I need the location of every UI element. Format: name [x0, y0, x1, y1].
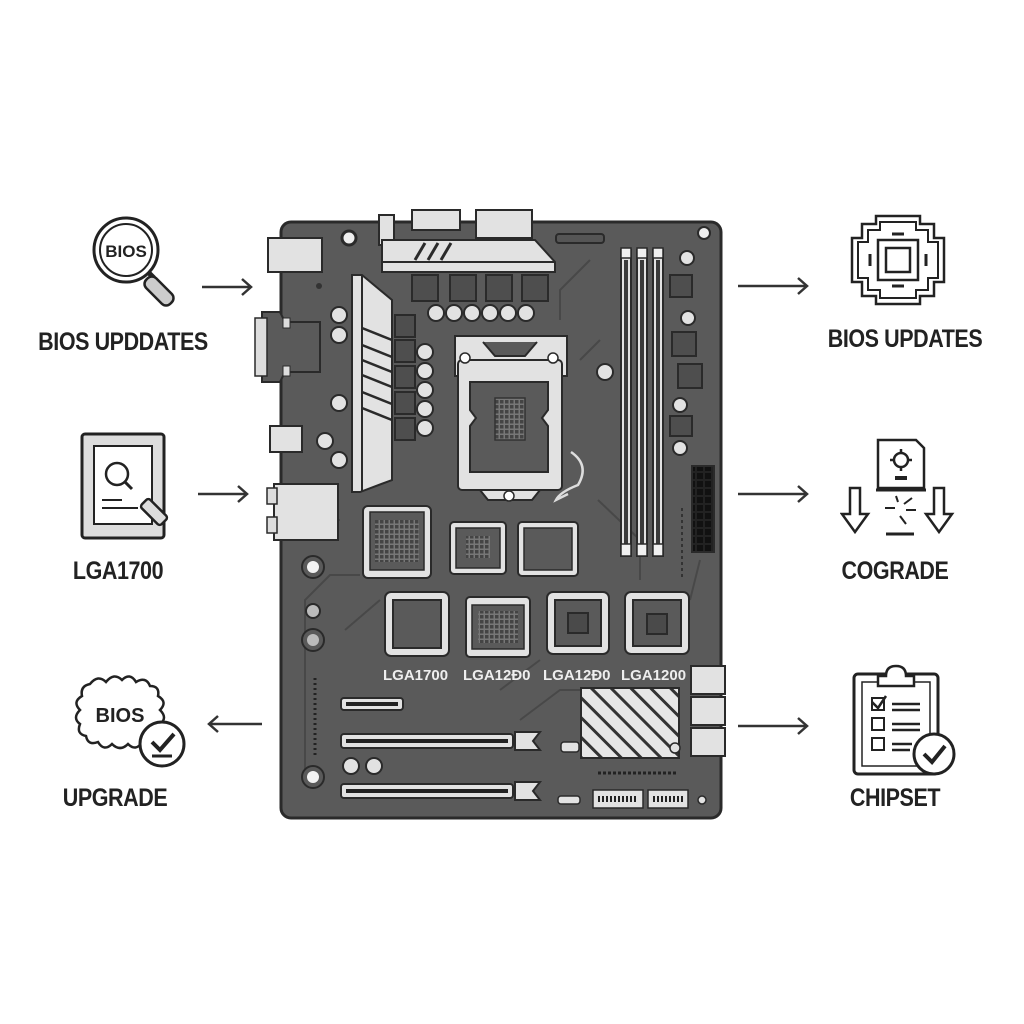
clipboard-check-icon	[852, 664, 956, 776]
atx-power-connector	[691, 465, 715, 553]
socket-lga1200-a	[465, 596, 531, 658]
socket-label-3: LGA12Ð0	[543, 667, 611, 684]
arrow-right-icon	[202, 278, 253, 296]
left-label-1: BIOS UPDDATES	[38, 328, 208, 356]
bios-badge-check-icon: BIOS	[74, 675, 186, 768]
right-label-2: COGRADE	[841, 557, 949, 585]
bios-badge-text: BIOS	[96, 705, 145, 727]
cpu-chip-icon	[850, 214, 946, 306]
arrow-right-icon	[738, 717, 809, 735]
firmware-download-icon	[840, 438, 955, 536]
chipset-heatsink	[560, 687, 681, 759]
arrow-right-icon	[738, 277, 809, 295]
socket-label-4: LGA1200	[621, 667, 686, 684]
pcie-x16-slot-2	[340, 781, 543, 801]
mounting-hole	[340, 229, 358, 247]
usb-port-small	[269, 425, 303, 453]
display-port	[475, 209, 533, 239]
socket-chip-1	[362, 505, 432, 579]
usb-header	[647, 789, 689, 809]
right-label-3: CHIPSET	[849, 784, 941, 812]
ram-slots	[620, 247, 664, 557]
vrm-heatsink-top	[381, 239, 556, 273]
pcie-x16-slot-1	[340, 731, 543, 751]
right-label-1: BIOS UPDATES	[827, 325, 983, 353]
bios-magnifier-icon: BIOS	[92, 216, 175, 307]
hdmi-port	[411, 209, 461, 231]
socket-lga1200-b	[546, 591, 610, 655]
left-label-3: UPGRADE	[62, 784, 168, 812]
lan-port	[273, 483, 339, 541]
cpu-socket	[454, 335, 584, 503]
arrow-left-icon	[207, 715, 262, 733]
usb-port-top-left	[267, 237, 323, 273]
m2-slot	[555, 233, 605, 244]
vga-port	[261, 311, 321, 383]
left-label-2: LGA1700	[72, 557, 164, 585]
arrow-right-icon	[198, 485, 249, 503]
document-inspect-icon	[80, 432, 169, 540]
socket-label-1: LGA1700	[383, 667, 448, 684]
socket-chip-2	[449, 521, 507, 575]
socket-chip-3	[517, 521, 579, 577]
socket-label-2: LGA12Ð0	[463, 667, 531, 684]
arrow-right-icon	[738, 485, 809, 503]
bios-text: BIOS	[105, 242, 147, 261]
socket-lga1700	[384, 591, 450, 657]
socket-lga1200-c	[624, 591, 690, 655]
